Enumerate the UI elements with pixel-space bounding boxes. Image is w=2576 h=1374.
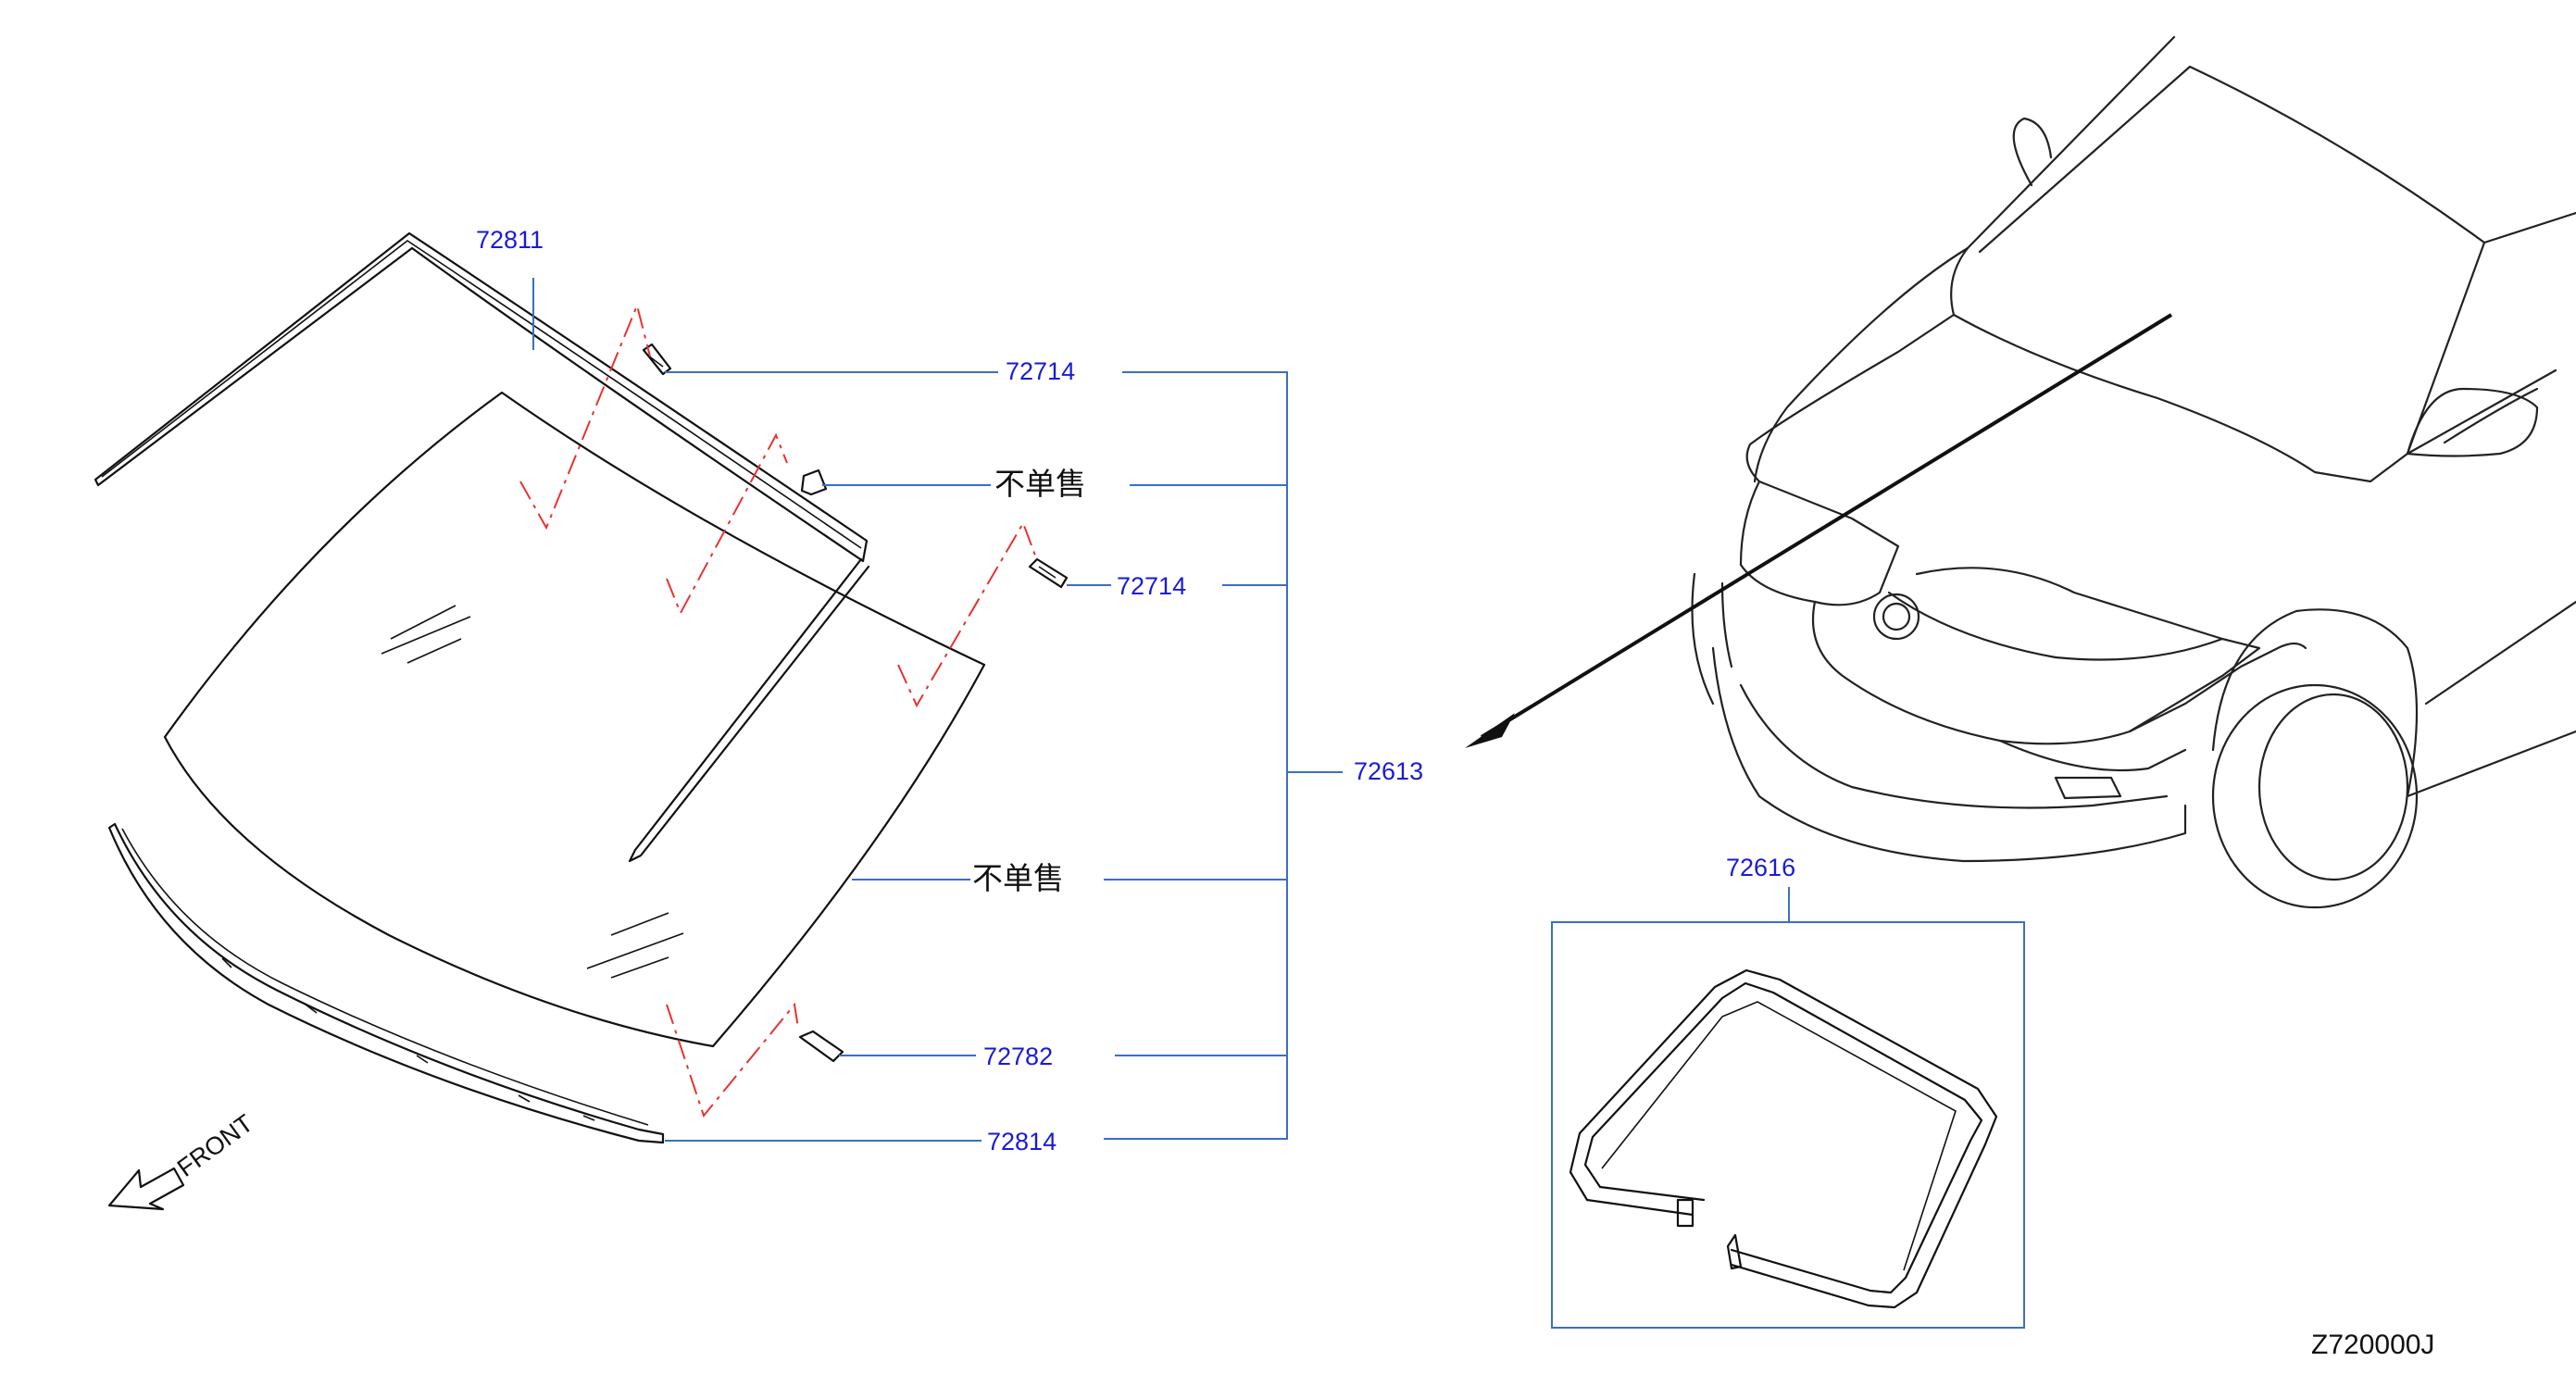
clip-72714-side[interactable] xyxy=(1028,557,1069,589)
drawing-number: Z720000J xyxy=(2311,1330,2434,1360)
dam-rubber-72782[interactable] xyxy=(798,1030,844,1063)
label-72714-side[interactable]: 72714 xyxy=(1117,572,1186,600)
label-72714-upper[interactable]: 72714 xyxy=(1006,357,1075,385)
label-72811[interactable]: 72811 xyxy=(476,226,544,254)
label-not-sold-glass: 不单售 xyxy=(972,861,1064,895)
windshield-glass[interactable] xyxy=(163,391,986,1048)
label-72616[interactable]: 72616 xyxy=(1726,854,1795,881)
label-72613[interactable]: 72613 xyxy=(1354,757,1423,785)
car-illustration xyxy=(1465,35,2576,909)
front-label: FRONT xyxy=(172,1109,258,1182)
label-72782[interactable]: 72782 xyxy=(983,1043,1053,1070)
position-guides xyxy=(519,302,1036,1118)
label-not-sold-clip: 不单售 xyxy=(994,467,1086,501)
clip-not-sold[interactable] xyxy=(800,468,828,496)
sealant-kit-box xyxy=(1551,921,2025,1329)
leader-lines xyxy=(532,278,1790,1142)
upper-molding-72811[interactable] xyxy=(94,231,869,563)
label-72814[interactable]: 72814 xyxy=(987,1128,1057,1155)
front-arrow-icon xyxy=(107,1167,185,1211)
lower-molding-72814[interactable] xyxy=(107,822,665,1144)
sealant-kit-72616[interactable] xyxy=(1551,921,2025,1329)
clip-72714-upper[interactable] xyxy=(642,343,672,376)
